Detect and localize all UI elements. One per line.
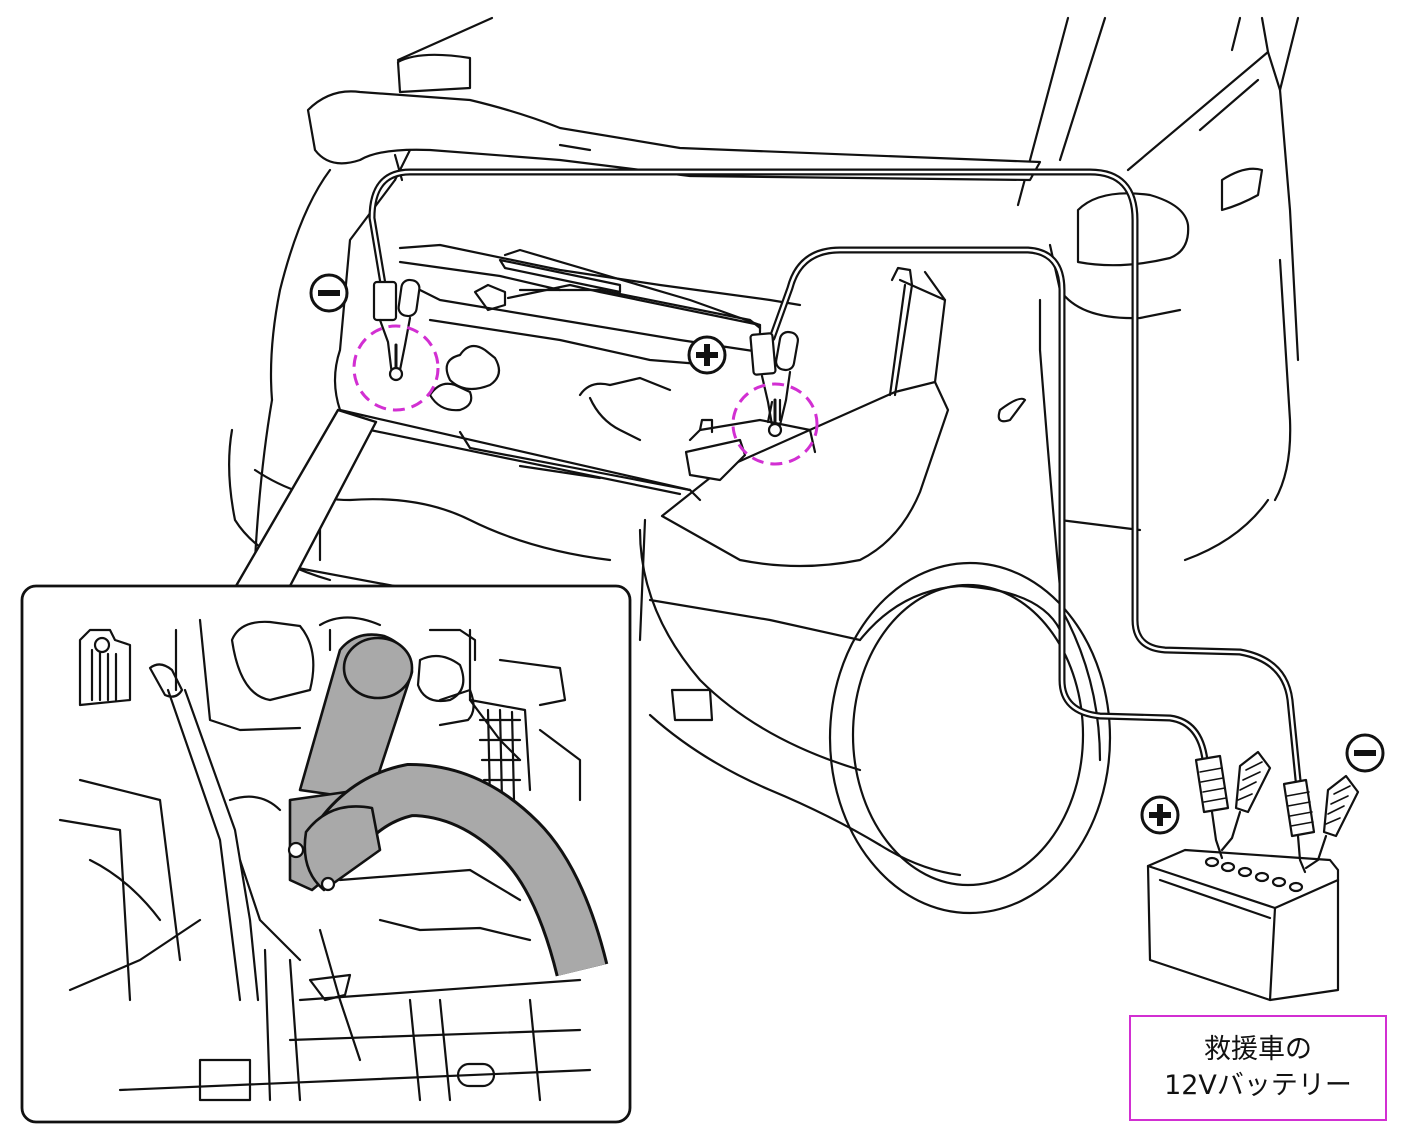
positive-jumper-cable (768, 246, 1214, 784)
engine-bay (333, 143, 914, 482)
positive-terminal-callout (731, 382, 819, 466)
vehicle-outline (228, 16, 1300, 915)
minus-icon (1345, 733, 1385, 773)
rescue-battery (1146, 750, 1360, 1002)
detail-inset (20, 408, 632, 1124)
rescue-battery-label: 救援車の 12Vバッテリー (1129, 1015, 1387, 1121)
negative-terminal-callout (352, 324, 440, 412)
rescue-battery-label-line1: 救援車の (1204, 1034, 1312, 1065)
plus-icon (687, 335, 727, 375)
negative-jumper-cable (368, 168, 1302, 784)
negative-clamp-vehicle (372, 278, 421, 382)
plus-icon (1140, 795, 1180, 835)
rescue-battery-label-line2: 12Vバッテリー (1164, 1070, 1352, 1101)
minus-icon (309, 273, 349, 313)
